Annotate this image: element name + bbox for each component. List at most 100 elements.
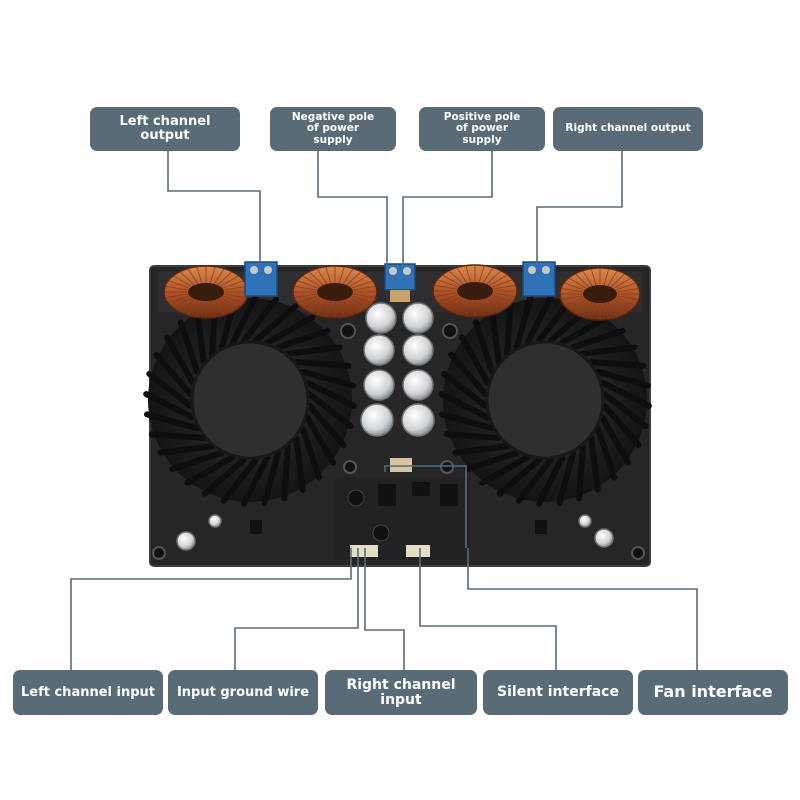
coil-winding [482, 267, 494, 284]
heatsink-fin [580, 344, 638, 357]
heatsink-fin [570, 327, 626, 351]
heatsink-fin [293, 359, 352, 369]
coil-winding [316, 299, 328, 316]
heatsink-fin [556, 449, 577, 506]
coil-winding [346, 271, 362, 286]
coil-winding [569, 299, 587, 311]
coil-winding [222, 295, 244, 304]
heatsink-fin [513, 294, 534, 351]
label-right-channel-output: Right channel output [553, 107, 703, 151]
coil-winding [187, 268, 199, 285]
coil-winding [486, 297, 502, 312]
coil-winding [342, 299, 354, 316]
coil-winding [353, 293, 376, 299]
heatsink-fin [464, 449, 520, 473]
heatsink-fin [306, 391, 354, 430]
heatsink-fin [576, 443, 586, 502]
coil-winding [325, 300, 332, 317]
coil-winding [434, 292, 457, 298]
coil-winding [442, 274, 461, 286]
heatsink-fin [153, 351, 194, 398]
heatsink-fin [479, 454, 531, 487]
heatsink-fin [146, 370, 194, 409]
heatsink-fin [438, 391, 491, 421]
coil-winding [224, 285, 247, 291]
heatsink-fin [489, 307, 502, 365]
heatsink-fin [143, 391, 196, 421]
toroid-coils [163, 264, 641, 321]
coil-winding [486, 270, 502, 285]
heatsink-fin [536, 454, 566, 507]
coil-winding [224, 293, 247, 299]
coil-winding [165, 293, 188, 299]
coil-winding [349, 275, 368, 287]
heatsink-fin [515, 456, 554, 504]
heatsink-fin [601, 402, 642, 449]
heatsink-fin [599, 379, 652, 409]
coil-winding [187, 299, 199, 316]
coil-winding [489, 274, 508, 286]
coil-winding [575, 300, 590, 315]
coil-winding [349, 297, 368, 309]
heatsink-fin [252, 303, 299, 344]
coil-winding [493, 284, 516, 290]
label-silent-interface: Silent interface [483, 670, 633, 715]
heatsink-fin [599, 414, 632, 466]
coil-winding [442, 296, 461, 308]
heatsink-fin [163, 334, 196, 386]
heatsink-fin [241, 454, 271, 507]
coil-winding [168, 280, 190, 289]
heatsink-fin [299, 368, 356, 389]
coil-winding [456, 267, 468, 284]
coil-winding [351, 280, 373, 289]
coil-winding [603, 269, 610, 286]
heatsink-fin [194, 307, 207, 365]
coil-winding [217, 298, 233, 313]
coil-winding [338, 267, 345, 284]
heatsink-fin [304, 379, 357, 409]
coil-winding [338, 300, 345, 317]
coil-winding [561, 287, 583, 293]
heatsink-fin [458, 334, 491, 386]
heatsink-fin [448, 351, 489, 398]
heatsink-fin [285, 344, 343, 357]
heatsink-fin [594, 425, 618, 481]
coil-winding [308, 298, 324, 313]
coil-winding [209, 300, 216, 317]
coil-winding [465, 299, 472, 316]
coil-winding [613, 299, 631, 311]
coil-winding [493, 292, 516, 298]
coil-winding [179, 271, 195, 286]
coil-winding [302, 275, 321, 287]
left-heatsink [143, 293, 357, 507]
heatsink-fin [293, 435, 306, 493]
label-input-ground-wire: Input ground wire [168, 670, 318, 715]
label-right-channel-input: Right channel input [325, 670, 477, 715]
heatsink-fin [184, 454, 236, 487]
heatsink-fin [504, 298, 514, 357]
coil-winding [575, 273, 590, 288]
coil-winding [213, 268, 225, 285]
coil-winding [489, 296, 508, 308]
coil-winding [448, 270, 464, 285]
label-positive-pole: Positive pole of power supply [419, 107, 545, 151]
coil-winding [478, 299, 485, 316]
coil-winding [168, 295, 190, 304]
heatsink-fin [275, 327, 331, 351]
coil-winding [617, 295, 639, 301]
heatsink-fin [144, 411, 201, 432]
coil-winding [196, 300, 203, 317]
coil-winding [610, 273, 625, 288]
coil-winding [179, 298, 195, 313]
coil-winding [617, 287, 639, 293]
coil-winding [308, 271, 324, 286]
heatsink-fin [441, 370, 489, 409]
coil-winding [491, 294, 513, 303]
coil-winding [482, 298, 494, 315]
coil-winding [607, 301, 618, 318]
coil-winding [173, 275, 192, 287]
coil-winding [351, 295, 373, 304]
label-fan-interface: Fan interface [638, 670, 788, 715]
coil-winding [294, 293, 317, 299]
